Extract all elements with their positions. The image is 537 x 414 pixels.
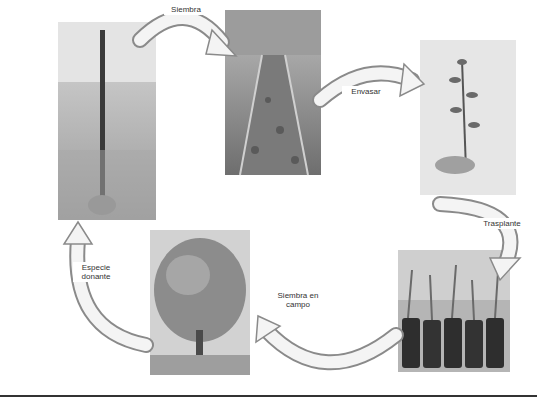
seedling-photo xyxy=(420,40,516,195)
arrow-label: Trasplante xyxy=(476,218,528,229)
arrow-label: Especie donante xyxy=(73,262,119,282)
donor-tree-photo xyxy=(150,230,250,375)
nursery-bed-photo xyxy=(225,10,321,175)
cutting-photo xyxy=(58,22,156,220)
arrow-label: Siembra en campo xyxy=(274,290,322,310)
rule-line xyxy=(0,395,537,397)
cycle-arrows xyxy=(64,18,520,362)
arrow-label: Envasar xyxy=(342,86,390,97)
bagged-plants-photo xyxy=(398,250,510,372)
arrow-label: Siembra xyxy=(164,4,208,15)
